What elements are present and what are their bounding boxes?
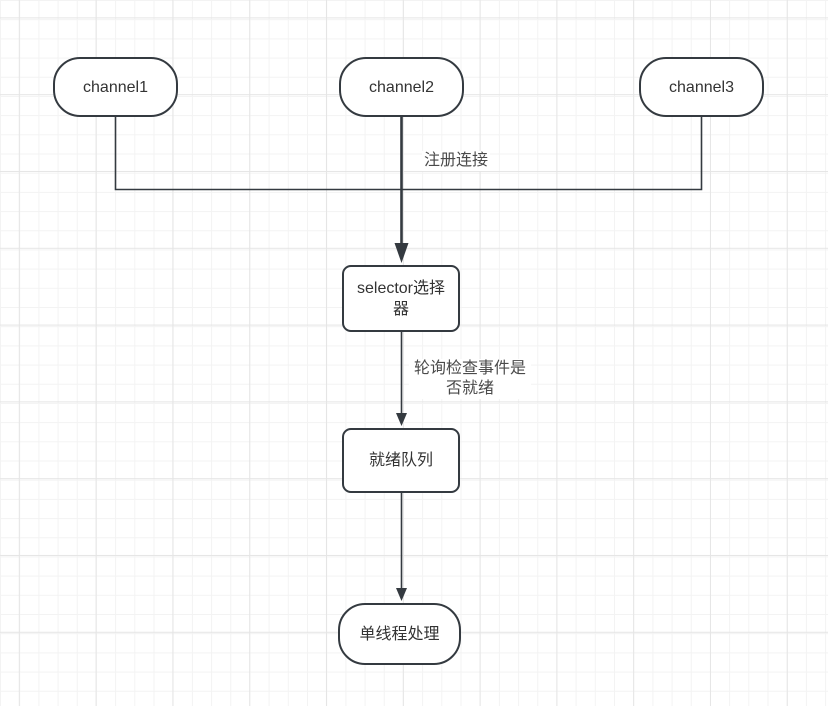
- node-ready-queue-label: 就绪队列: [368, 452, 433, 469]
- edge-label-poll[interactable]: 轮询检查事件是否就绪: [409, 359, 531, 399]
- edge-label-register[interactable]: 注册连接: [421, 151, 491, 171]
- node-channel3[interactable]: channel3: [639, 57, 764, 117]
- edge-channel3-to-junction[interactable]: [401, 117, 703, 191]
- node-channel2[interactable]: channel2: [339, 57, 464, 117]
- node-single-thread[interactable]: 单线程处理: [338, 603, 461, 665]
- node-selector-label: selector选择器: [356, 279, 446, 318]
- node-channel1-label: channel1: [83, 78, 148, 96]
- arrowhead-single-thread[interactable]: [396, 588, 407, 601]
- node-channel2-label: channel2: [369, 78, 434, 96]
- arrowhead-selector[interactable]: [394, 243, 409, 263]
- node-selector[interactable]: selector选择器: [342, 265, 460, 332]
- node-channel3-label: channel3: [669, 78, 734, 96]
- edge-channel1-to-junction[interactable]: [114, 117, 402, 191]
- arrowhead-ready-queue[interactable]: [396, 413, 407, 426]
- node-channel1[interactable]: channel1: [53, 57, 178, 117]
- node-ready-queue[interactable]: 就绪队列: [342, 428, 460, 493]
- node-single-thread-label: 单线程处理: [359, 625, 440, 643]
